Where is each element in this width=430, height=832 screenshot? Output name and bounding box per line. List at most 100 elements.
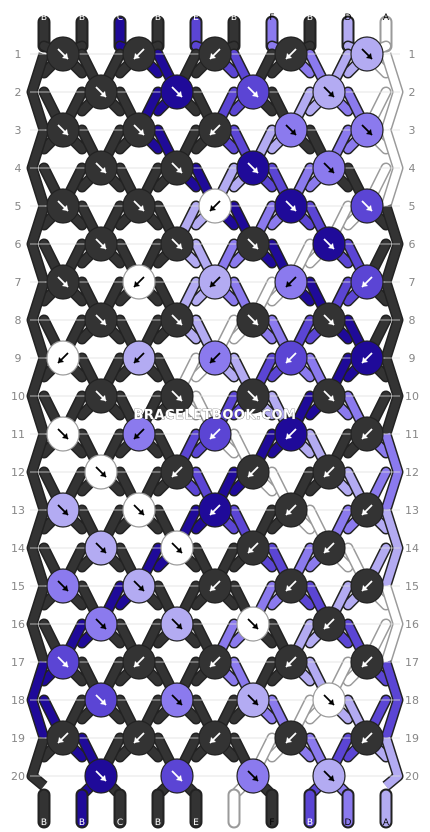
knot	[274, 720, 308, 756]
arrowhead-icon	[362, 357, 368, 363]
string-label-bottom: A	[383, 818, 390, 828]
knot	[160, 758, 194, 794]
arrowhead-icon	[62, 205, 68, 211]
arrowhead-icon	[100, 395, 106, 401]
knot	[236, 682, 270, 718]
knot	[46, 36, 80, 72]
row-number-right: 9	[409, 352, 416, 365]
knot	[274, 112, 308, 148]
string-label-top: C	[117, 13, 123, 23]
string-label-bottom: C	[117, 818, 123, 828]
knot	[122, 492, 156, 528]
knot	[122, 340, 156, 376]
arrowhead-icon	[248, 547, 254, 553]
arrowhead-icon	[62, 585, 68, 591]
knot	[350, 644, 384, 680]
arrowhead-icon	[210, 205, 216, 211]
knot	[274, 36, 308, 72]
row-number-right: 20	[405, 770, 419, 783]
arrowhead-icon	[328, 775, 334, 781]
knot	[84, 530, 118, 566]
knot	[350, 188, 384, 224]
arrowhead-icon	[324, 471, 330, 477]
arrowhead-icon	[100, 471, 106, 477]
arrowhead-icon	[210, 129, 216, 135]
knot	[236, 226, 270, 262]
knot	[274, 340, 308, 376]
arrowhead-icon	[134, 433, 140, 439]
arrowhead-icon	[138, 205, 144, 211]
knot	[198, 720, 232, 756]
knot	[236, 74, 270, 110]
knot	[46, 340, 80, 376]
knot	[122, 112, 156, 148]
row-number-left: 4	[15, 162, 22, 175]
arrowhead-icon	[210, 281, 216, 287]
row-number-left: 11	[11, 428, 25, 441]
row-number-left: 20	[11, 770, 25, 783]
arrowhead-icon	[100, 243, 106, 249]
arrowhead-icon	[176, 319, 182, 325]
arrowhead-icon	[176, 775, 182, 781]
arrowhead-icon	[134, 661, 140, 667]
string-label-bottom: B	[79, 818, 85, 828]
knot	[350, 492, 384, 528]
arrowhead-icon	[100, 167, 106, 173]
knot	[350, 112, 384, 148]
row-number-right: 15	[405, 580, 419, 593]
string-label-top: A	[383, 13, 390, 23]
knot	[160, 454, 194, 490]
arrowhead-icon	[286, 585, 292, 591]
arrowhead-icon	[328, 243, 334, 249]
arrowhead-icon	[134, 357, 140, 363]
knot	[350, 416, 384, 452]
knot	[46, 416, 80, 452]
row-number-left: 5	[15, 200, 22, 213]
arrowhead-icon	[100, 547, 106, 553]
string-label-bottom: F	[269, 818, 274, 828]
arrowhead-icon	[328, 167, 334, 173]
arrowhead-icon	[362, 433, 368, 439]
arrowhead-icon	[176, 547, 182, 553]
knot	[46, 264, 80, 300]
arrowhead-icon	[328, 319, 334, 325]
knot	[198, 36, 232, 72]
knot	[84, 758, 118, 794]
row-number-left: 15	[11, 580, 25, 593]
knot	[84, 150, 118, 186]
arrowhead-icon	[324, 547, 330, 553]
arrowhead-icon	[366, 205, 372, 211]
row-number-left: 19	[11, 732, 25, 745]
knot	[84, 74, 118, 110]
row-number-right: 5	[409, 200, 416, 213]
arrowhead-icon	[176, 699, 182, 705]
knot	[46, 188, 80, 224]
arrowhead-icon	[286, 433, 292, 439]
knot	[274, 416, 308, 452]
row-number-right: 3	[409, 124, 416, 137]
knot	[84, 302, 118, 338]
row-number-right: 14	[405, 542, 419, 555]
arrowhead-icon	[138, 509, 144, 515]
arrowhead-icon	[252, 395, 258, 401]
string-label-top: B	[231, 13, 237, 23]
row-number-right: 16	[405, 618, 419, 631]
row-number-right: 7	[409, 276, 416, 289]
arrowhead-icon	[366, 129, 372, 135]
string-label-bottom: B	[155, 818, 161, 828]
arrowhead-icon	[286, 357, 292, 363]
arrowhead-icon	[100, 319, 106, 325]
knot	[84, 682, 118, 718]
knot	[122, 416, 156, 452]
arrowhead-icon	[100, 775, 106, 781]
arrowhead-icon	[252, 167, 258, 173]
string-label-top: B	[307, 13, 313, 23]
knot	[84, 606, 118, 642]
arrowhead-icon	[134, 737, 140, 743]
knot	[236, 150, 270, 186]
arrowhead-icon	[100, 91, 106, 97]
knot	[198, 416, 232, 452]
arrowhead-icon	[62, 433, 68, 439]
knot	[274, 644, 308, 680]
